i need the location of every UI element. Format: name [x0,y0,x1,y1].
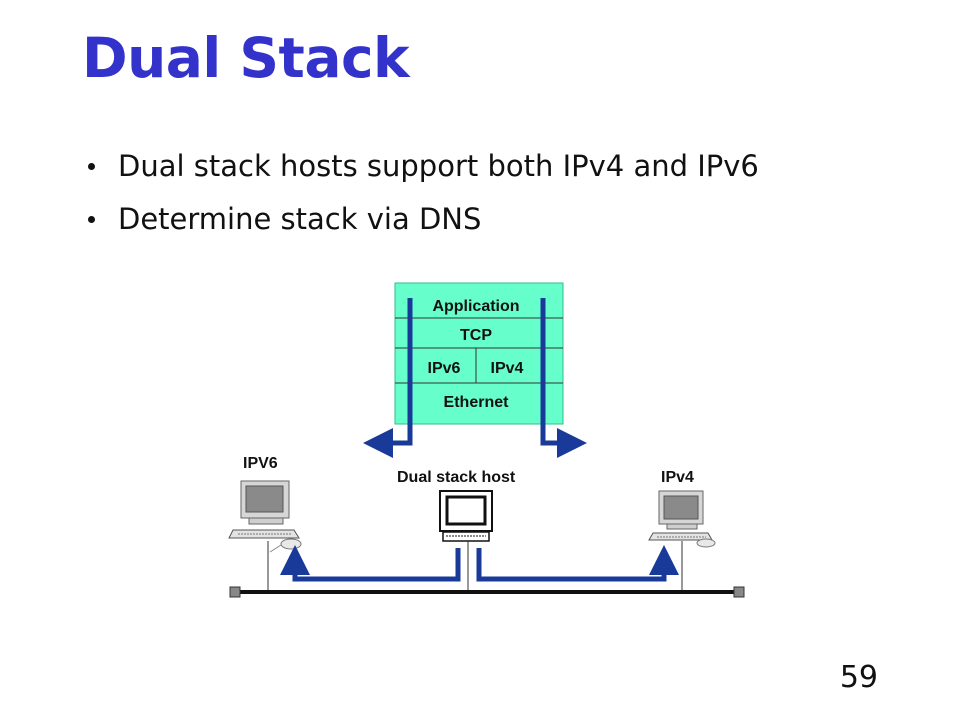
bullet-text: Determine stack via DNS [118,202,482,236]
bullet-dot [88,216,95,223]
traffic-arrow-to-ipv6 [280,545,461,582]
slide-title: Dual Stack [82,26,410,90]
bus-terminator-right [733,586,745,598]
bullet-item: Dual stack hosts support both IPv4 and I… [88,146,759,199]
ipv6-computer-icon [228,480,302,553]
dual-stack-computer-icon [439,490,493,542]
stack-box [394,282,564,425]
traffic-arrow-to-ipv4 [476,545,679,582]
layer-ethernet: Ethernet [444,394,510,411]
host-label-ipv4: IPv4 [661,469,694,486]
bus-terminator-left [229,586,241,598]
stack-arrow-ipv4 [540,298,587,458]
page-number: 59 [839,660,878,695]
bullet-dot [88,163,95,170]
layer-ipv4: IPv4 [491,360,524,377]
bullet-list: Dual stack hosts support both IPv4 and I… [88,146,759,252]
protocol-stack: Application TCP IPv6 IPv4 Ethernet [394,282,564,425]
layer-ipv6: IPv6 [428,360,461,377]
host-label-dual-stack: Dual stack host [397,469,516,486]
stack-arrow-ipv6 [363,298,413,458]
layer-application: Application [432,298,519,315]
ipv4-computer-icon [648,490,716,548]
layer-tcp: TCP [460,327,492,344]
bullet-item: Determine stack via DNS [88,199,759,252]
host-label-ipv6: IPV6 [243,455,278,472]
bullet-text: Dual stack hosts support both IPv4 and I… [118,149,759,183]
